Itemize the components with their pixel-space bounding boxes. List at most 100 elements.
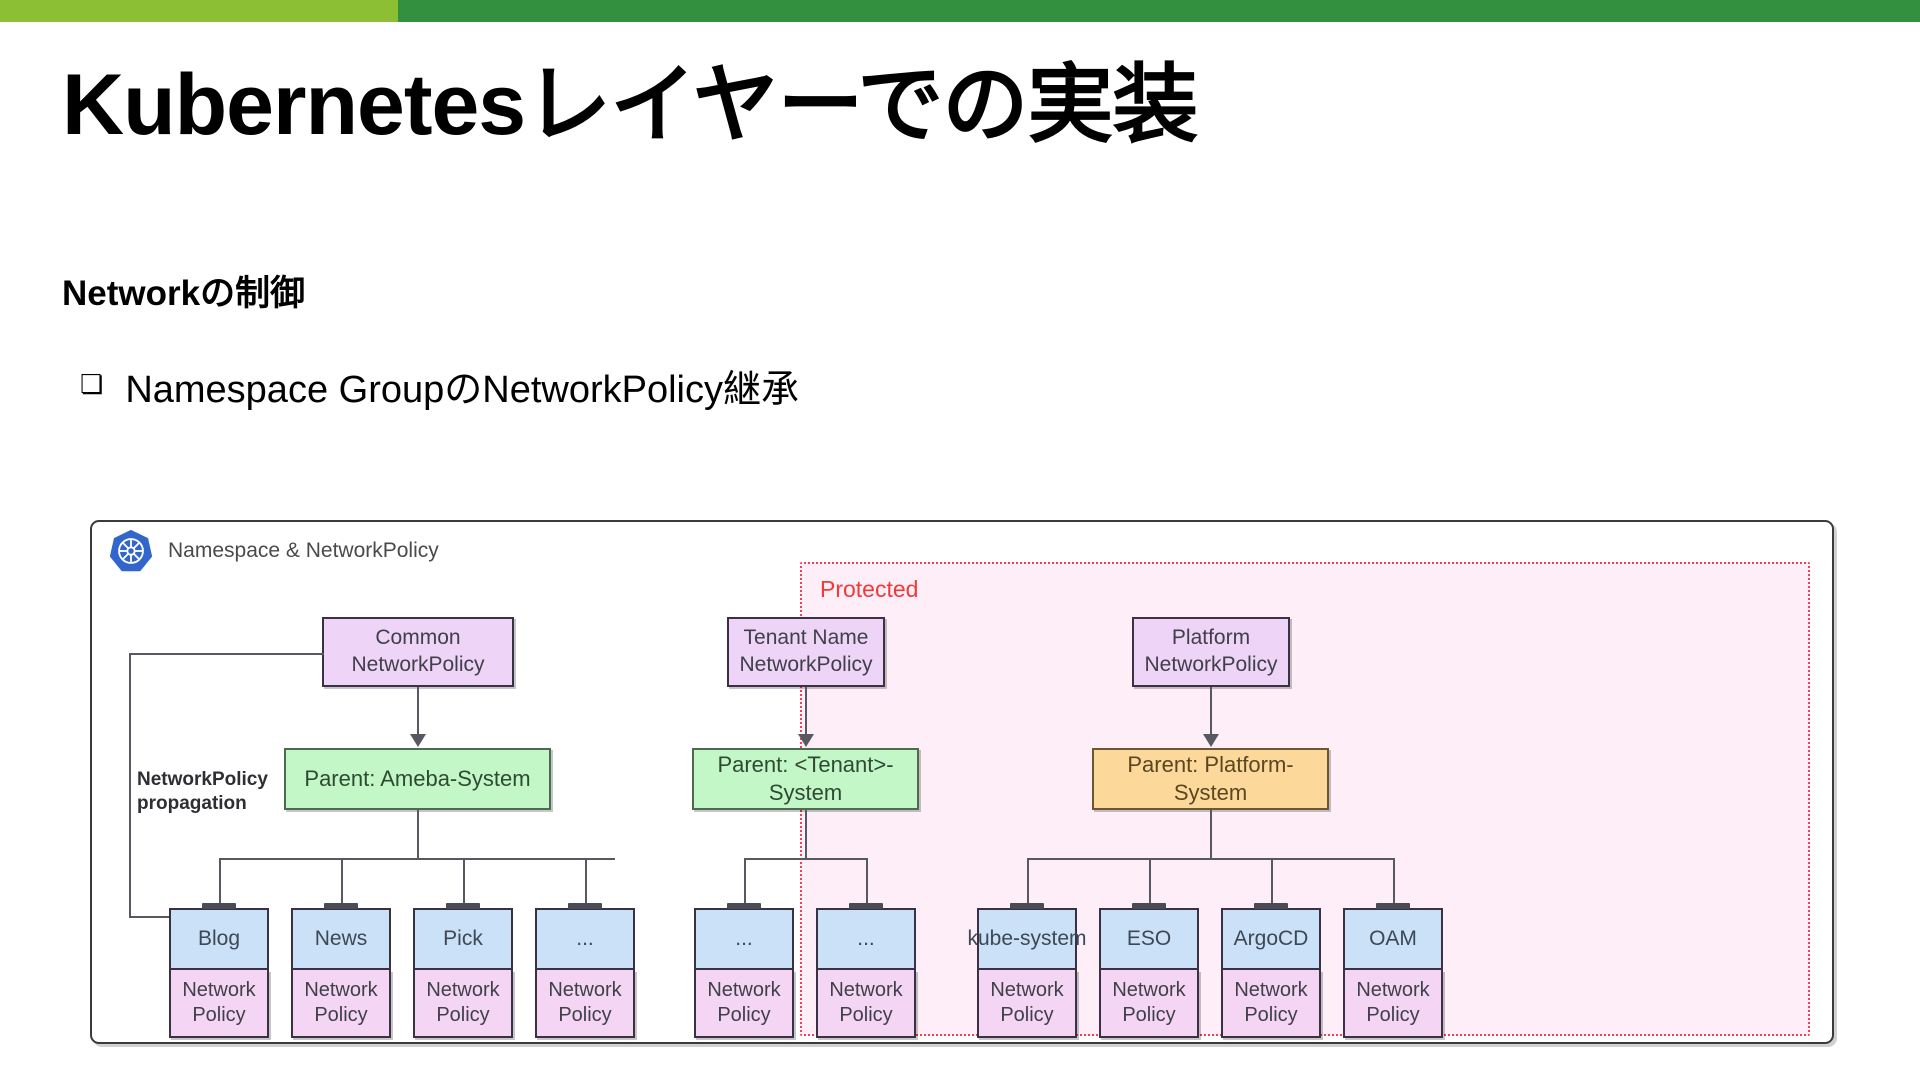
policy-line-2: Policy xyxy=(192,1004,246,1026)
connector-drop-news xyxy=(341,858,343,908)
namespace-tab-icon xyxy=(568,903,602,909)
connector-propagation-side xyxy=(129,653,131,917)
namespace-name: Blog xyxy=(169,908,269,970)
policy-line-1: Network xyxy=(1356,979,1430,1001)
policy-line-2: Policy xyxy=(1000,1004,1054,1026)
policy-line-2: Policy xyxy=(1366,1004,1420,1026)
policy-line-1: Network xyxy=(426,979,500,1001)
namespace-tab-icon xyxy=(446,903,480,909)
namespace-name: News xyxy=(291,908,391,970)
top-accent-bar-left xyxy=(0,0,398,22)
policy-line-1: Network xyxy=(1234,979,1308,1001)
top-accent-bar xyxy=(0,0,1920,22)
propagation-label-line1: NetworkPolicy xyxy=(137,769,268,790)
namespace-tab-icon xyxy=(1254,903,1288,909)
architecture-diagram: Namespace & NetworkPolicy Protected Comm… xyxy=(90,520,1834,1044)
connector-drop-blog xyxy=(219,858,221,908)
node-line-2: NetworkPolicy xyxy=(739,653,873,676)
policy-line-2: Policy xyxy=(1244,1004,1298,1026)
policy-line-2: Policy xyxy=(558,1004,612,1026)
node-line-1: Tenant Name xyxy=(743,626,869,650)
page-title: Kubernetesレイヤーでの実装 xyxy=(62,57,1198,153)
diagram-title: Namespace & NetworkPolicy xyxy=(168,539,439,562)
namespace-name: ... xyxy=(694,908,794,970)
policy-line-2: Policy xyxy=(839,1004,893,1026)
node-line-1: Common xyxy=(375,626,461,650)
connector-drop-tenant-b xyxy=(866,858,868,908)
connector-drop-tenant-a xyxy=(744,858,746,908)
namespace-name: ESO xyxy=(1099,908,1199,970)
connector-parent-bus-3 xyxy=(1027,858,1393,860)
policy-line-2: Policy xyxy=(314,1004,368,1026)
policy-line-2: Policy xyxy=(717,1004,771,1026)
connector-tenant-to-parent xyxy=(805,687,807,739)
namespace-name: OAM xyxy=(1343,908,1443,970)
connector-drop-pick xyxy=(463,858,465,908)
connector-parent-bus-2 xyxy=(744,858,866,860)
policy-line-1: Network xyxy=(182,979,256,1001)
namespace-tab-icon xyxy=(849,903,883,909)
bullet-square-icon: ❏ xyxy=(80,368,104,399)
arrow-common-to-parent xyxy=(410,734,426,747)
namespace-tab-icon xyxy=(202,903,236,909)
diagram-header: Namespace & NetworkPolicy xyxy=(108,528,439,574)
policy-line-2: Policy xyxy=(436,1004,490,1026)
bullet-item-label: Namespace GroupのNetworkPolicy継承 xyxy=(125,369,799,411)
connector-drop-argocd xyxy=(1271,858,1273,908)
namespace-name: ArgoCD xyxy=(1221,908,1321,970)
connector-drop-more-1 xyxy=(585,858,587,908)
namespace-name: Pick xyxy=(413,908,513,970)
namespace-name: ... xyxy=(816,908,916,970)
connector-drop-kube-system xyxy=(1027,858,1029,908)
kubernetes-logo-icon xyxy=(109,529,153,572)
propagation-label: NetworkPolicy propagation xyxy=(137,768,268,817)
section-subtitle: Networkの制御 xyxy=(62,274,306,313)
node-parent-ameba-system: Parent: Ameba-System xyxy=(284,748,551,810)
node-parent-tenant-system: Parent: <Tenant>-System xyxy=(692,748,919,810)
connector-platform-to-parent xyxy=(1210,687,1212,739)
bullet-list-item: ❏ Namespace GroupのNetworkPolicy継承 xyxy=(80,358,799,413)
node-line-2: NetworkPolicy xyxy=(351,653,485,676)
node-line-1: Platform xyxy=(1171,626,1251,650)
arrow-tenant-to-parent xyxy=(798,734,814,747)
namespace-tab-icon xyxy=(1376,903,1410,909)
policy-line-1: Network xyxy=(1112,979,1186,1001)
connector-parent-trunk-2 xyxy=(805,810,807,858)
connector-parent-trunk-1 xyxy=(417,810,419,858)
node-line-2: NetworkPolicy xyxy=(1144,653,1278,676)
namespace-tab-icon xyxy=(1010,903,1044,909)
namespace-tab-icon xyxy=(1132,903,1166,909)
protected-region-label: Protected xyxy=(820,576,919,602)
connector-common-to-parent xyxy=(417,687,419,739)
arrow-platform-to-parent xyxy=(1203,734,1219,747)
connector-propagation-bottom xyxy=(129,916,207,918)
connector-parent-trunk-3 xyxy=(1210,810,1212,858)
connector-propagation-top xyxy=(129,653,324,655)
policy-line-1: Network xyxy=(990,979,1064,1001)
node-parent-platform-system: Parent: Platform-System xyxy=(1092,748,1329,810)
namespace-name: kube-system xyxy=(967,908,1087,970)
policy-line-1: Network xyxy=(707,979,781,1001)
namespace-tab-icon xyxy=(324,903,358,909)
policy-line-1: Network xyxy=(829,979,903,1001)
namespace-tab-icon xyxy=(727,903,761,909)
